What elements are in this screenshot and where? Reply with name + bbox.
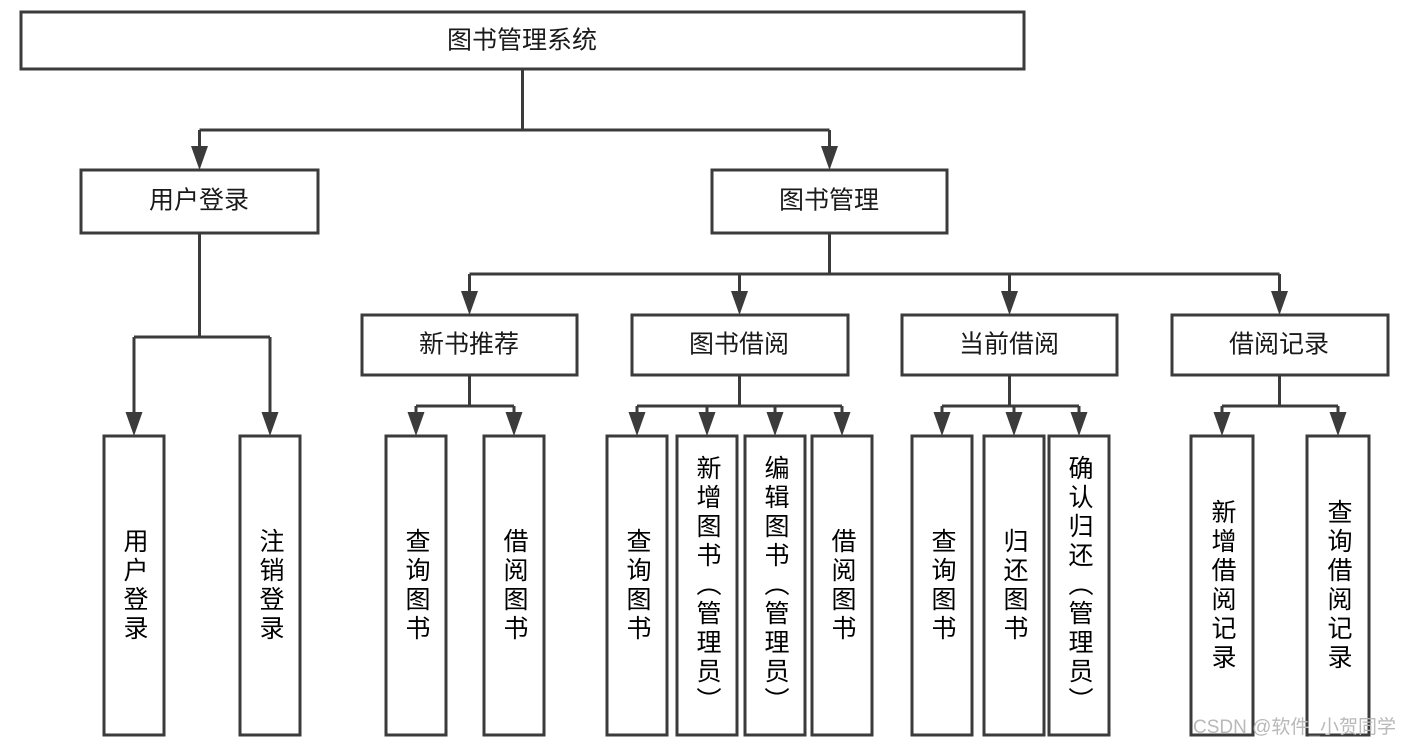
arrow-head-book-manage xyxy=(821,146,838,170)
arrow-head-leaf-query-book-3 xyxy=(933,412,951,436)
node-borrow-record-label: 借阅记录 xyxy=(1229,331,1329,359)
arrow-head-leaf-confirm-return xyxy=(1070,412,1088,436)
leaf-box-leaf-query-book-1[interactable] xyxy=(384,434,448,737)
node-new-book-rec[interactable]: 新书推荐 xyxy=(360,313,579,377)
node-root-label: 图书管理系统 xyxy=(447,27,597,55)
connector-group-root xyxy=(191,69,838,170)
node-user-login-box[interactable] xyxy=(79,168,320,235)
node-current-borrow-box[interactable] xyxy=(900,313,1119,377)
arrow-head-user-login xyxy=(191,146,208,170)
node-book-manage[interactable]: 图书管理 xyxy=(710,168,949,235)
connector-group-current-borrow xyxy=(933,375,1088,436)
arrow-head-leaf-query-record xyxy=(1329,412,1347,436)
node-current-borrow-label: 当前借阅 xyxy=(959,331,1059,359)
node-book-manage-label: 图书管理 xyxy=(779,187,879,215)
connector-group-book-borrow xyxy=(628,375,851,436)
arrow-head-leaf-logout xyxy=(261,412,279,436)
arrow-head-leaf-user-login xyxy=(125,412,143,436)
node-book-borrow-box[interactable] xyxy=(630,313,850,377)
node-book-borrow-label: 图书借阅 xyxy=(689,331,789,359)
arrow-head-leaf-edit-book xyxy=(766,412,784,436)
node-root[interactable]: 图书管理系统 xyxy=(19,10,1026,71)
leaf-box-leaf-logout[interactable] xyxy=(238,434,302,737)
leaf-box-group xyxy=(102,434,1371,737)
arrow-head-leaf-borrow-book-1 xyxy=(505,412,523,436)
arrow-head-leaf-borrow-book-2 xyxy=(833,412,851,436)
leaf-box-leaf-query-book-3[interactable] xyxy=(910,434,974,737)
arrow-head-leaf-add-record xyxy=(1213,412,1231,436)
arrow-head-new-book-rec xyxy=(461,291,478,315)
node-book-borrow[interactable]: 图书借阅 xyxy=(630,313,850,377)
arrow-head-leaf-query-book-1 xyxy=(407,412,425,436)
leaf-box-leaf-borrow-book-1[interactable] xyxy=(482,434,546,737)
connector-group-new-book-rec xyxy=(407,375,523,436)
leaf-box-leaf-query-record[interactable] xyxy=(1305,434,1371,737)
connector-group-user-login xyxy=(125,233,279,436)
node-user-login[interactable]: 用户登录 xyxy=(79,168,320,235)
csdn-watermark: CSDN @软件_小贺同学 xyxy=(1193,716,1396,738)
arrow-head-current-borrow xyxy=(1001,291,1018,315)
leaf-box-leaf-add-record[interactable] xyxy=(1189,434,1255,737)
node-borrow-record[interactable]: 借阅记录 xyxy=(1170,313,1390,377)
connector-group-book-manage xyxy=(461,233,1288,315)
leaf-box-leaf-confirm-return[interactable] xyxy=(1047,434,1111,737)
leaf-box-leaf-add-book[interactable] xyxy=(675,434,739,737)
arrow-head-leaf-return-book xyxy=(1005,412,1023,436)
node-user-login-label: 用户登录 xyxy=(149,187,249,215)
connector-group-borrow-record xyxy=(1213,375,1347,436)
leaf-box-leaf-query-book-2[interactable] xyxy=(605,434,669,737)
node-new-book-rec-label: 新书推荐 xyxy=(419,331,519,359)
node-new-book-rec-box[interactable] xyxy=(360,313,579,377)
arrow-head-borrow-record xyxy=(1271,291,1288,315)
node-book-manage-box[interactable] xyxy=(710,168,949,235)
node-borrow-record-box[interactable] xyxy=(1170,313,1390,377)
node-current-borrow[interactable]: 当前借阅 xyxy=(900,313,1119,377)
arrow-head-leaf-query-book-2 xyxy=(628,412,646,436)
node-root-box[interactable] xyxy=(19,10,1026,71)
arrow-head-book-borrow xyxy=(731,291,748,315)
leaf-box-leaf-user-login[interactable] xyxy=(102,434,166,737)
leaf-box-leaf-return-book[interactable] xyxy=(982,434,1046,737)
arrow-head-leaf-add-book xyxy=(698,412,716,436)
leaf-box-leaf-edit-book[interactable] xyxy=(743,434,807,737)
leaf-box-leaf-borrow-book-2[interactable] xyxy=(810,434,874,737)
